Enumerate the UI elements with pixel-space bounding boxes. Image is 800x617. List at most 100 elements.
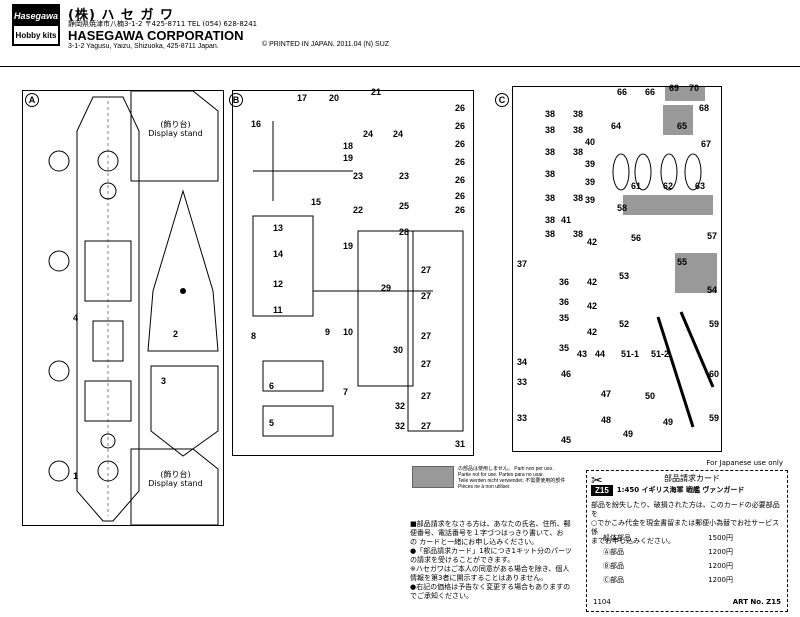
scissors-icon: ✂ <box>591 473 603 489</box>
order-notes: ■部品請求をなさる方は、あなたの氏名、住所、郵 便番号、電話番号を１字づつはっき… <box>410 520 600 601</box>
part-c-43: 43 <box>577 349 588 359</box>
part-a-2: 2 <box>173 329 179 339</box>
part-b-31: 31 <box>455 439 466 449</box>
display-stand-upper-en: Display stand <box>148 129 203 138</box>
part-c-64: 64 <box>611 121 622 131</box>
part-b-13: 13 <box>273 223 284 233</box>
panel-b-label: B <box>229 93 243 107</box>
part-c-58: 58 <box>617 203 628 213</box>
part-b-15: 15 <box>311 197 322 207</box>
part-b-17: 17 <box>297 93 308 103</box>
part-c-38-2: 38 <box>573 109 584 119</box>
sprue-c-frame: C 37 38 38 38 38 38 38 38 38 38 38 38 38… <box>495 83 722 452</box>
part-c-33b: 33 <box>517 413 528 423</box>
part-c-38-8: 38 <box>545 215 556 225</box>
display-stand-lower-en: Display stand <box>148 479 203 488</box>
part-b-28: 28 <box>399 227 410 237</box>
part-c-39a: 39 <box>585 159 596 169</box>
part-b-26d: 26 <box>455 157 466 167</box>
header-rule <box>0 66 800 67</box>
part-b-10: 10 <box>343 327 354 337</box>
part-b-29: 29 <box>381 283 392 293</box>
logo-bottom-text: Hobby kits <box>15 30 57 40</box>
part-c-66b: 66 <box>645 87 656 97</box>
part-b-24b: 24 <box>393 129 404 139</box>
legend-line-4: Pièces ne à non utiliser. <box>458 484 511 490</box>
part-c-38-11: 38 <box>573 147 584 157</box>
part-c-53: 53 <box>619 271 630 281</box>
part-b-26e: 26 <box>455 175 466 185</box>
card-title: 部品請求カード <box>664 474 720 483</box>
card-tag: Z15 <box>591 485 613 496</box>
company-name-en: HASEGAWA CORPORATION <box>68 28 244 43</box>
note-4: ●「部品請求カード」1枚につき1キット分のパーツ <box>410 547 572 555</box>
part-c-48: 48 <box>601 415 612 425</box>
card-instructions: 部品を紛失したり、破損された方は、このカードの必要部品を ○でかこみ代金を現金書… <box>591 501 780 545</box>
part-b-25: 25 <box>399 201 410 211</box>
part-a-4: 4 <box>73 313 79 323</box>
display-stand-upper-jp: (飾り台) <box>160 120 191 129</box>
part-c-38-1: 38 <box>545 109 556 119</box>
part-b-19a: 19 <box>343 153 354 163</box>
sprue-b-frame: B 17 20 21 16 24 24 18 19 23 23 22 26 26… <box>229 87 474 456</box>
part-c-49a: 49 <box>623 429 634 439</box>
note-6: ※ハセガワはご本人の同意がある場合を除き、個人 <box>410 565 570 573</box>
part-c-62: 62 <box>663 181 674 191</box>
part-b-8: 8 <box>251 331 257 341</box>
part-c-63: 63 <box>695 181 706 191</box>
note-5: の請求を受けることができます。 <box>410 556 515 564</box>
sprue-c-drawing <box>612 87 717 428</box>
printed-in-japan: © PRINTED IN JAPAN. 2011.04 (N) SUZ <box>262 41 390 48</box>
part-c-42c: 42 <box>587 301 598 311</box>
part-b-27d: 27 <box>421 359 432 369</box>
card-ship-name: 1:450 イギリス海軍 戦艦 ヴァンガード <box>616 486 745 494</box>
sprue-a-frame: A 4 2 3 1 (飾り台) Display stand (飾り台) Disp… <box>22 90 224 526</box>
part-b-24a: 24 <box>363 129 374 139</box>
part-b-14: 14 <box>273 249 284 259</box>
legend-line-3: Teile werden nicht verwendet. 不需要使用的部件 <box>458 478 566 484</box>
part-c-42b: 42 <box>587 277 598 287</box>
part-c-49b: 49 <box>663 417 674 427</box>
panel-c-label: C <box>495 93 509 107</box>
address-en: 3-1-2 Yagusu, Yaizu, Shizuoka, 425-8711 … <box>68 43 219 50</box>
part-c-59b: 59 <box>709 413 720 423</box>
part-c-41: 41 <box>561 215 572 225</box>
sprue-a-drawing <box>48 91 219 525</box>
part-c-38-6: 38 <box>545 169 556 179</box>
part-b-20: 20 <box>329 93 340 103</box>
part-b-22: 22 <box>353 205 364 215</box>
part-c-38-7: 38 <box>545 193 556 203</box>
japan-only-note: For Japanese use only <box>706 459 783 467</box>
note-2: 便番号、電話番号を１字づつはっきり書いて、お <box>410 529 564 537</box>
company-name-jp: (株) ハ セ ガ ワ <box>68 8 174 23</box>
part-c-38-4: 38 <box>573 125 584 135</box>
note-3: の カードと一緒にお申し込みください。 <box>410 538 539 546</box>
hasegawa-logo: Hasegawa Hobby kits <box>12 4 60 46</box>
part-c-44: 44 <box>595 349 606 359</box>
not-used-swatch <box>412 466 454 488</box>
part-c-60: 60 <box>709 369 720 379</box>
note-1: ■部品請求をなさる方は、あなたの氏名、住所、郵 <box>410 520 571 528</box>
part-c-37: 37 <box>517 259 528 269</box>
part-c-38-9: 38 <box>545 229 556 239</box>
part-c-52: 52 <box>619 319 630 329</box>
legend-line-1: の部品は使用しません。 Parti non per uso. <box>458 466 554 472</box>
part-b-19b: 19 <box>343 241 354 251</box>
part-c-38-12: 38 <box>573 193 584 203</box>
part-a-3: 3 <box>161 376 167 386</box>
part-c-47: 47 <box>601 389 612 399</box>
part-c-51-1: 51-1 <box>621 349 640 359</box>
part-b-32a: 32 <box>395 401 406 411</box>
part-a-1: 1 <box>73 471 79 481</box>
part-c-67: 67 <box>701 139 712 149</box>
part-b-16: 16 <box>251 119 262 129</box>
part-c-59a: 59 <box>709 319 720 329</box>
sprue-b-drawing <box>252 121 464 437</box>
legend-line-2: Partie not for use. Partes para no usar. <box>458 472 544 478</box>
part-c-42a: 42 <box>587 237 598 247</box>
